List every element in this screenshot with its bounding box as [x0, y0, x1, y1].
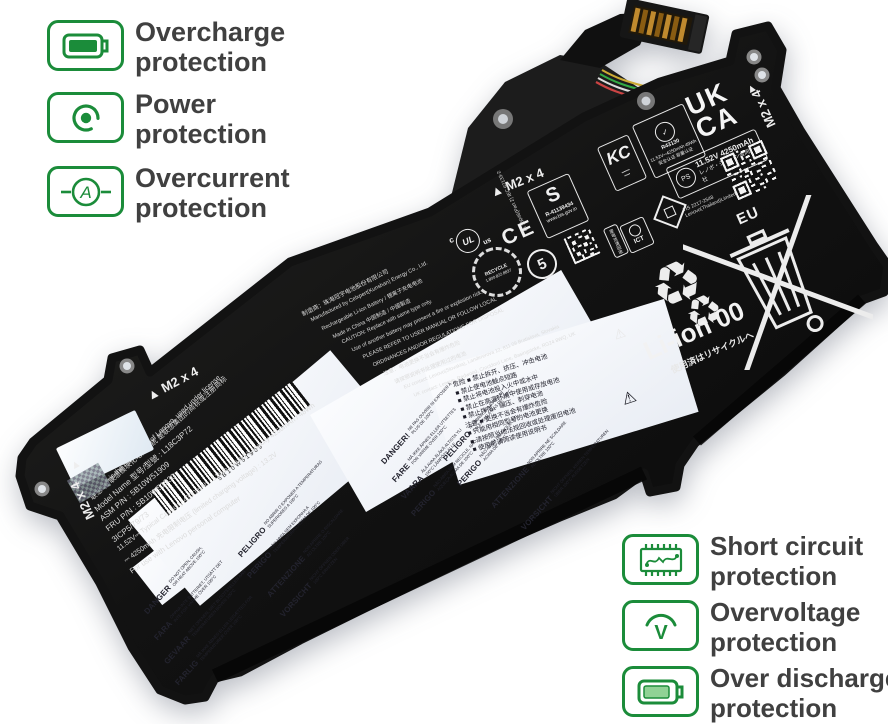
svg-text:V: V [654, 622, 668, 643]
wheelie-bin-icon [683, 195, 873, 370]
datamatrix-code [563, 229, 601, 265]
battery-full-icon [47, 20, 124, 71]
qr-code [719, 139, 777, 201]
screw-holes [34, 49, 770, 497]
ammeter-icon: A [47, 166, 124, 217]
short-circuit-chip-icon [622, 534, 699, 585]
overvoltage-icon: V [622, 600, 699, 651]
svg-text:A: A [79, 183, 91, 202]
cable-connector [619, 0, 710, 54]
battery-discharge-icon [622, 666, 699, 717]
power-icon [47, 92, 124, 143]
